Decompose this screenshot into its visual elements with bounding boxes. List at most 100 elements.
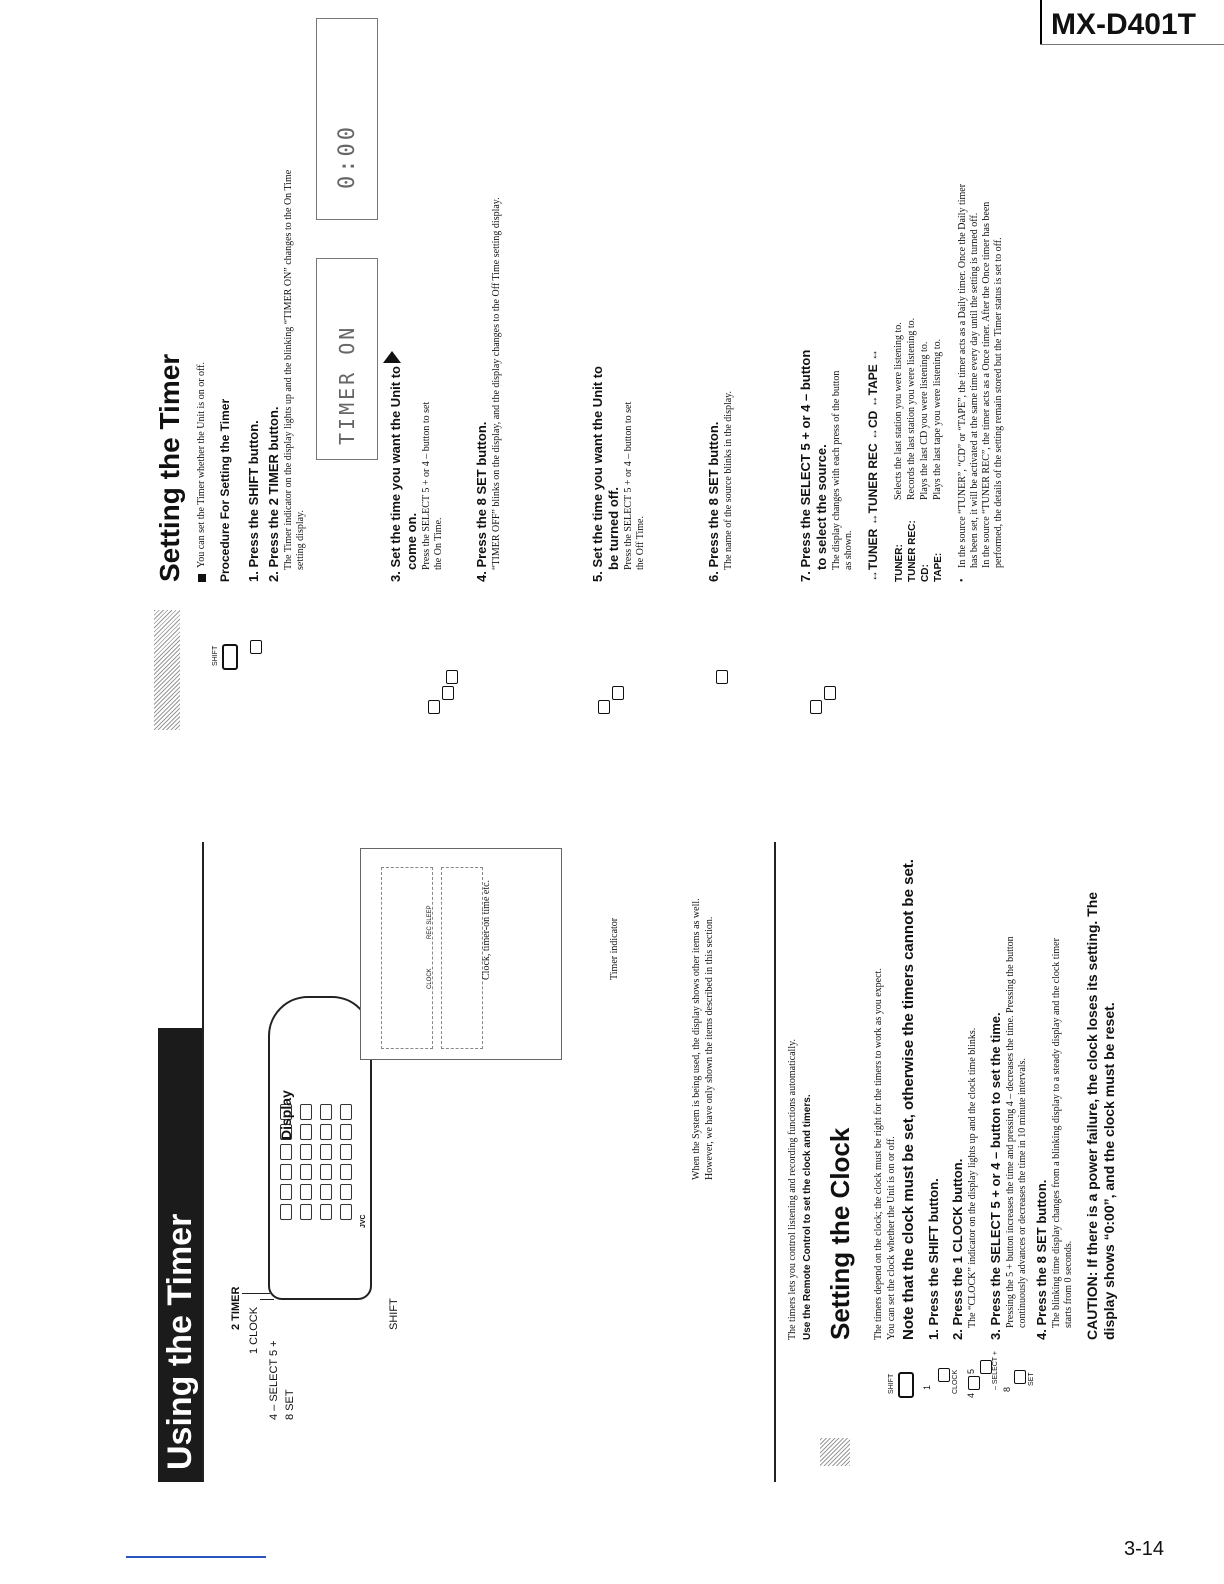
- set-icon-label: SET: [1028, 1372, 1035, 1386]
- remote-key: [280, 1144, 292, 1160]
- remote-key: [320, 1184, 332, 1200]
- select-minus-icon: [968, 1376, 980, 1390]
- clock-icon-label: CLOCK: [952, 1369, 959, 1394]
- remote-key: [300, 1204, 312, 1220]
- clock-paragraph-2: You can set the clock whether the Unit i…: [886, 1136, 897, 1340]
- remote-key: [320, 1124, 332, 1140]
- set-icon-number: 8: [1002, 1386, 1012, 1392]
- timer-step-6: 6. Press the 8 SET button.: [706, 421, 721, 582]
- clock-step-2-body: The “CLOCK” indicator on the display lig…: [967, 1027, 978, 1328]
- select-icon: [598, 700, 610, 714]
- timer-step-3-title2: come on.: [404, 512, 419, 570]
- timer-step-4-body: “TIMER OFF” blinks on the display, and t…: [491, 197, 502, 570]
- procedure-heading: Procedure For Setting the Timer: [218, 398, 232, 582]
- clock-step-3: 3. Press the SELECT 5 + or 4 – button to…: [988, 1012, 1003, 1340]
- set-button-icon: [716, 670, 728, 684]
- right-title-hatch: [154, 610, 180, 730]
- arrow-icon: [383, 351, 401, 363]
- remote-key: [320, 1164, 332, 1180]
- remote-key: [300, 1144, 312, 1160]
- header-rule: [1040, 0, 1042, 44]
- footer-link-bar[interactable]: [126, 1556, 266, 1558]
- timer-button-icon: [250, 640, 262, 654]
- bullet-square: [198, 574, 206, 582]
- lcd-text: TIMER ON: [335, 324, 359, 445]
- left-page-title: Using the Timer: [158, 1028, 204, 1482]
- select-icon: [428, 700, 440, 714]
- display-digits: [381, 867, 433, 1049]
- timer-step-2-body: setting display.: [295, 510, 306, 570]
- clock-paragraph-1: The timers depend on the clock; the cloc…: [873, 968, 884, 1340]
- remote-key: [320, 1144, 332, 1160]
- timer-note: performed, the details of the setting re…: [993, 237, 1004, 568]
- remote-key: [280, 1204, 292, 1220]
- clock-step-3-body: continuously advances or decreases the t…: [1017, 1058, 1028, 1328]
- left-title-rule: [202, 842, 204, 1482]
- timer-step-3: 3. Set the time you want the Unit to: [388, 366, 403, 582]
- remote-key: [340, 1184, 352, 1200]
- timer-step-7-title2: to select the source.: [814, 444, 829, 570]
- timer-step-7: 7. Press the SELECT 5 + or 4 – button: [798, 349, 813, 582]
- lcd-timer-on: TIMER ON: [316, 258, 378, 460]
- remote-key: [320, 1104, 332, 1120]
- remote-key: [340, 1104, 352, 1120]
- source-desc: Plays the last tape you were listening t…: [932, 338, 943, 500]
- timer-step-5-body: the Off Time.: [635, 516, 646, 570]
- clock-step-1: 1. Press the SHIFT button.: [926, 1178, 941, 1340]
- clock-step-4: 4. Press the 8 SET button.: [1034, 1179, 1049, 1340]
- select-icon: [442, 686, 454, 700]
- remote-key: [320, 1204, 332, 1220]
- remote-key: [300, 1104, 312, 1120]
- timer-step-1: 1. Press the SHIFT button.: [246, 420, 261, 582]
- display-clock-tag: CLOCK: [427, 968, 433, 989]
- page-number: 3-14: [1123, 1538, 1164, 1560]
- remote-brand: JVC: [360, 1214, 367, 1228]
- select-plus-icon: [980, 1360, 992, 1374]
- remote-key: [340, 1144, 352, 1160]
- display-caption-2: However, we have only shown the items de…: [704, 916, 715, 1180]
- model-number: MX-D401T: [1050, 8, 1196, 41]
- remote-key: [300, 1124, 312, 1140]
- caution-line-2: display shows “0:00”, and the clock must…: [1101, 1002, 1117, 1340]
- clock-icon-number: 1: [922, 1384, 932, 1390]
- timer-step-6-body: The name of the source blinks in the dis…: [723, 390, 734, 570]
- set-button-icon: [1014, 1370, 1026, 1384]
- timer-intro: You can set the Timer whether the Unit i…: [196, 361, 207, 568]
- source-desc: Plays the last CD you were listening to.: [919, 341, 930, 500]
- set-button-icon: [446, 670, 458, 684]
- timer-step-3-body: the On Time.: [433, 517, 444, 570]
- display-heading: Display: [278, 1090, 294, 1140]
- section-hatch-marker: [820, 1438, 850, 1466]
- callout-shift: SHIFT: [388, 1298, 400, 1330]
- select-icon: [810, 700, 822, 714]
- left-section-rule: [774, 842, 776, 1482]
- remote-key: [300, 1184, 312, 1200]
- clock-button-icon: [938, 1368, 950, 1382]
- display-caption-1: When the System is being used, the displ…: [691, 898, 702, 1180]
- intro-text: The timers lets you control listening an…: [787, 1039, 798, 1340]
- display-digits: [441, 867, 483, 1049]
- timer-step-5-title2: be turned off.: [606, 486, 621, 570]
- remote-key: [300, 1164, 312, 1180]
- remote-key: [340, 1124, 352, 1140]
- select-icon-label: – SELECT +: [992, 1351, 999, 1390]
- clock-step-4-body: starts from 0 seconds.: [1063, 1240, 1074, 1328]
- timer-step-4: 4. Press the 8 SET button.: [474, 421, 489, 582]
- intro-remote-text: Use the Remote Control to set the clock …: [802, 1094, 813, 1340]
- right-page-title: Setting the Timer: [154, 353, 185, 582]
- display-panel-illustration: CLOCK REC SLEEP: [360, 848, 562, 1060]
- note-bullet: •: [957, 578, 968, 582]
- caution-line-1: CAUTION: If there is a power failure, th…: [1084, 891, 1100, 1340]
- display-label-clock: Clock, timer-on time etc.: [481, 879, 492, 980]
- rotated-manual-spread: Using the Timer JVC 2 TIMER 1 CLOCK 4 – …: [150, 18, 1224, 1490]
- lcd-time-000: 0:00: [316, 18, 378, 220]
- leader-line: [260, 1299, 274, 1300]
- remote-key: [340, 1164, 352, 1180]
- header-underline: [1040, 44, 1224, 45]
- callout-set: 8 SET: [284, 1389, 296, 1420]
- callout-timer: 2 TIMER: [230, 1286, 242, 1330]
- select-icon-number: 4: [966, 1392, 976, 1398]
- shift-icon-label: SHIFT: [212, 645, 219, 666]
- clock-section-title: Setting the Clock: [825, 1127, 855, 1340]
- source-cycle: ↔TUNER ↔TUNER REC ↔CD ↔TAPE ↔: [866, 348, 880, 582]
